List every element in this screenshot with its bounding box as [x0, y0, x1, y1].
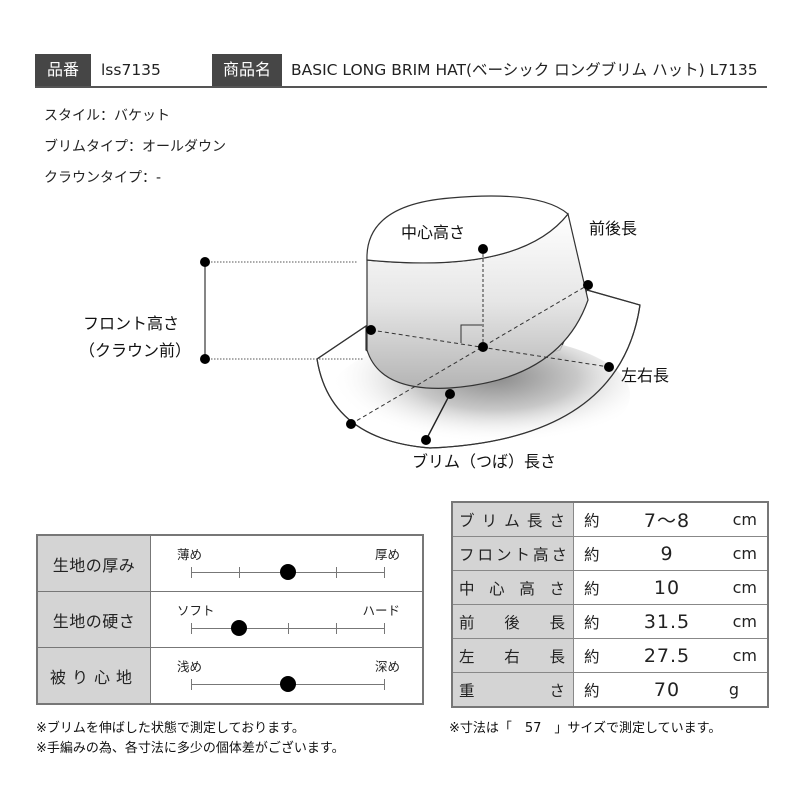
feel-min-label: 薄め: [177, 547, 203, 562]
fabric-feel-table: 生地の厚み 薄め 厚め 生地の硬さ ソフト ハード 被り心地 浅め 深め: [36, 534, 424, 705]
measurement-approx: 約: [584, 579, 600, 598]
label-front-height: フロント高さ: [83, 314, 180, 333]
measurement-row: 中心高さ 約 10 cm: [453, 571, 767, 605]
note-measured-size: ※寸法は「 57 」サイズで測定しています。: [449, 721, 722, 736]
label-front-back-length: 前後長: [589, 219, 638, 238]
attribute-crown-type: クラウンタイプ：-: [44, 170, 162, 186]
hat-measurement-diagram: 中心高さ 前後長 フロント高さ （クラウン前） 左右長 ブリム（つば）長さ: [0, 190, 800, 480]
measurement-value: 70: [653, 678, 681, 701]
measurement-unit: cm: [732, 510, 757, 529]
measurement-label: 左右長: [459, 647, 567, 666]
measurement-approx: 約: [584, 681, 600, 700]
feel-max-label: 深め: [374, 659, 400, 674]
measurement-approx: 約: [584, 647, 600, 666]
feel-indicator-dot: [231, 620, 247, 636]
product-attributes: スタイル：バケット ブリムタイプ：オールダウン クラウンタイプ：-: [44, 104, 226, 197]
hat-illustration: [200, 195, 641, 455]
measurement-value: 27.5: [643, 644, 691, 667]
measurement-value: 9: [660, 542, 674, 565]
product-code-label: 品番: [35, 54, 91, 86]
product-name-label: 商品名: [212, 54, 282, 86]
note-brim-measured: ※ブリムを伸ばした状態で測定しております。: [36, 721, 305, 736]
attribute-brim-type: ブリムタイプ：オールダウン: [44, 139, 226, 155]
measurement-approx: 約: [584, 613, 600, 632]
feel-label: 生地の厚み: [38, 536, 151, 591]
feel-label: 被り心地: [38, 648, 151, 703]
label-left-right-length: 左右長: [621, 366, 670, 385]
label-center-height: 中心高さ: [401, 223, 466, 242]
feel-row-stiffness: 生地の硬さ ソフト ハード: [38, 592, 422, 648]
measurement-unit: cm: [732, 612, 757, 631]
measurement-row: 重さ 約 70 g: [453, 673, 767, 706]
measurement-approx: 約: [584, 511, 600, 530]
measurement-row: 左右長 約 27.5 cm: [453, 639, 767, 673]
label-front-height-crown: （クラウン前）: [79, 341, 192, 360]
product-code-value: lss7135: [101, 61, 161, 79]
measurement-approx: 約: [584, 545, 600, 564]
attribute-style: スタイル：バケット: [44, 108, 170, 124]
measurement-row: ブリム長さ 約 7～8 cm: [453, 503, 767, 537]
feel-max-label: 厚め: [374, 547, 400, 562]
feel-min-label: ソフト: [177, 603, 215, 618]
measurement-unit: cm: [732, 578, 757, 597]
measurement-value: 31.5: [643, 610, 691, 633]
note-handmade-variance: ※手編みの為、各寸法に多少の個体差がございます。: [36, 741, 345, 756]
feel-label: 生地の硬さ: [38, 592, 151, 647]
measurement-value: 7～8: [643, 510, 691, 532]
measurement-table: ブリム長さ 約 7～8 cm フロント高さ 約 9 cm 中心高さ 約 10 c…: [451, 501, 769, 708]
feel-scale-track: [191, 620, 385, 636]
measurement-unit: cm: [732, 646, 757, 665]
label-brim-length: ブリム（つば）長さ: [412, 452, 557, 471]
feel-row-fit: 被り心地 浅め 深め: [38, 648, 422, 703]
feel-scale-track: [191, 676, 385, 692]
feel-indicator-dot: [280, 564, 296, 580]
feel-row-thickness: 生地の厚み 薄め 厚め: [38, 536, 422, 592]
measurement-label: 中心高さ: [459, 579, 567, 598]
feel-indicator-dot: [280, 676, 296, 692]
measurement-unit: cm: [732, 544, 757, 563]
product-header: 品番 lss7135 商品名 BASIC LONG BRIM HAT(ベーシック…: [35, 54, 767, 88]
product-name-value: BASIC LONG BRIM HAT(ベーシック ロングブリム ハット) L7…: [291, 61, 758, 79]
measurement-label: フロント高さ: [459, 545, 567, 564]
measurement-row: フロント高さ 約 9 cm: [453, 537, 767, 571]
feel-scale-track: [191, 564, 385, 580]
measurement-value: 10: [653, 576, 681, 599]
measurement-unit: g: [728, 680, 739, 699]
measurement-label: 重さ: [459, 681, 567, 700]
feel-max-label: ハード: [362, 603, 400, 618]
measurement-label: ブリム長さ: [459, 511, 567, 530]
feel-min-label: 浅め: [177, 659, 203, 674]
measurement-row: 前後長 約 31.5 cm: [453, 605, 767, 639]
measurement-label: 前後長: [459, 613, 567, 632]
